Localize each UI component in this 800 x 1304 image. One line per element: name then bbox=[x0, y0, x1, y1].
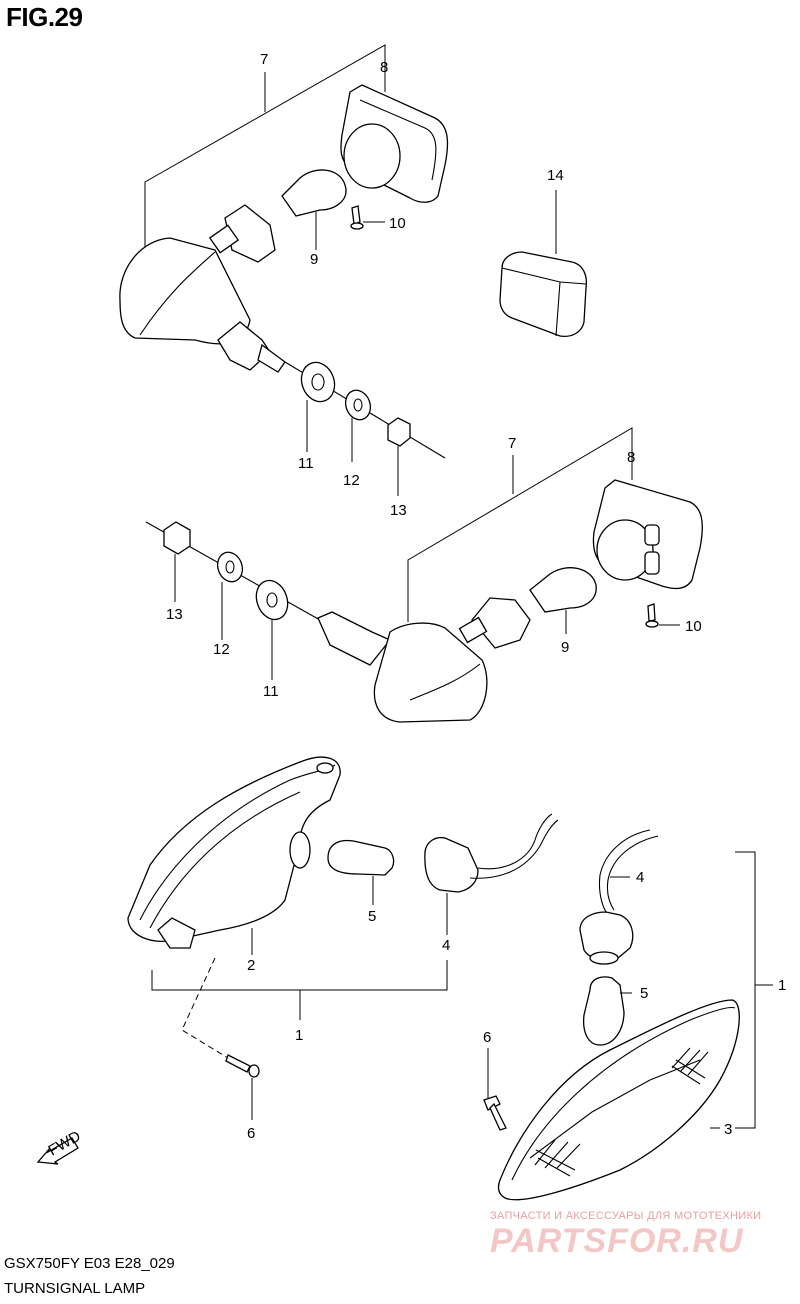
screw bbox=[350, 205, 385, 230]
nut bbox=[387, 417, 411, 496]
grommet bbox=[300, 361, 336, 452]
callout-10-middle: 10 bbox=[685, 618, 702, 635]
callout-8-top: 8 bbox=[380, 59, 388, 76]
callout-9-middle: 9 bbox=[561, 639, 569, 656]
bulb-socket bbox=[224, 204, 276, 263]
figure-code: GSX750FY E03 E28_029 bbox=[4, 1255, 175, 1272]
bottom-right-lamp-assembly bbox=[483, 829, 773, 1201]
grommet bbox=[255, 579, 289, 680]
bulb-socket bbox=[471, 597, 531, 649]
top-turnsignal-assembly bbox=[119, 44, 449, 496]
middle-turnsignal-assembly bbox=[145, 427, 703, 723]
callout-7-middle: 7 bbox=[508, 435, 516, 452]
lamp-housing bbox=[119, 237, 251, 345]
lens-3 bbox=[497, 999, 740, 1201]
screw bbox=[483, 1048, 507, 1131]
bulb bbox=[281, 169, 347, 217]
callout-4-left: 4 bbox=[442, 937, 450, 954]
callout-4-right: 4 bbox=[636, 869, 644, 886]
callout-5-right: 5 bbox=[640, 985, 648, 1002]
bulb bbox=[327, 839, 395, 876]
washer bbox=[216, 551, 244, 640]
callout-1-right: 1 bbox=[778, 977, 786, 994]
bulb-socket bbox=[424, 836, 479, 893]
screw bbox=[645, 603, 680, 628]
bottom-left-lamp-assembly bbox=[127, 756, 559, 1120]
callout-12-middle: 12 bbox=[213, 641, 230, 658]
callout-5-left: 5 bbox=[368, 908, 376, 925]
reflector-hatch bbox=[534, 1047, 709, 1177]
callout-2: 2 bbox=[247, 957, 255, 974]
nut bbox=[163, 521, 191, 602]
forward-direction-arrow-icon: FWD bbox=[36, 1128, 84, 1165]
callout-6-right: 6 bbox=[483, 1029, 491, 1046]
callout-1-left: 1 bbox=[295, 1027, 303, 1044]
callout-3: 3 bbox=[724, 1121, 732, 1138]
watermark-tagline: ЗАПЧАСТИ И АКСЕССУАРЫ ДЛЯ МОТОТЕХНИКИ bbox=[490, 1210, 762, 1222]
callout-11-middle: 11 bbox=[263, 683, 279, 700]
bulb bbox=[582, 976, 625, 1046]
figure-title: FIG.29 bbox=[6, 2, 83, 32]
callout-8-middle: 8 bbox=[627, 449, 635, 466]
callout-9-top: 9 bbox=[310, 251, 318, 268]
washer bbox=[344, 389, 372, 462]
callout-6-left: 6 bbox=[247, 1125, 255, 1142]
screw bbox=[225, 1054, 260, 1120]
callout-14: 14 bbox=[547, 167, 564, 184]
callout-11-top: 11 bbox=[298, 455, 314, 472]
callout-13-top: 13 bbox=[390, 502, 407, 519]
callout-12-top: 12 bbox=[343, 472, 360, 489]
callout-10-top: 10 bbox=[389, 215, 406, 232]
callout-13-middle: 13 bbox=[166, 606, 183, 623]
watermark-logo: PARTSFOR.RU bbox=[490, 1222, 744, 1260]
lamp-housing bbox=[373, 622, 488, 723]
figure-name: TURNSIGNAL LAMP bbox=[4, 1280, 146, 1297]
callout-7-top: 7 bbox=[260, 51, 268, 68]
relay bbox=[499, 190, 588, 338]
bulb bbox=[529, 567, 597, 613]
